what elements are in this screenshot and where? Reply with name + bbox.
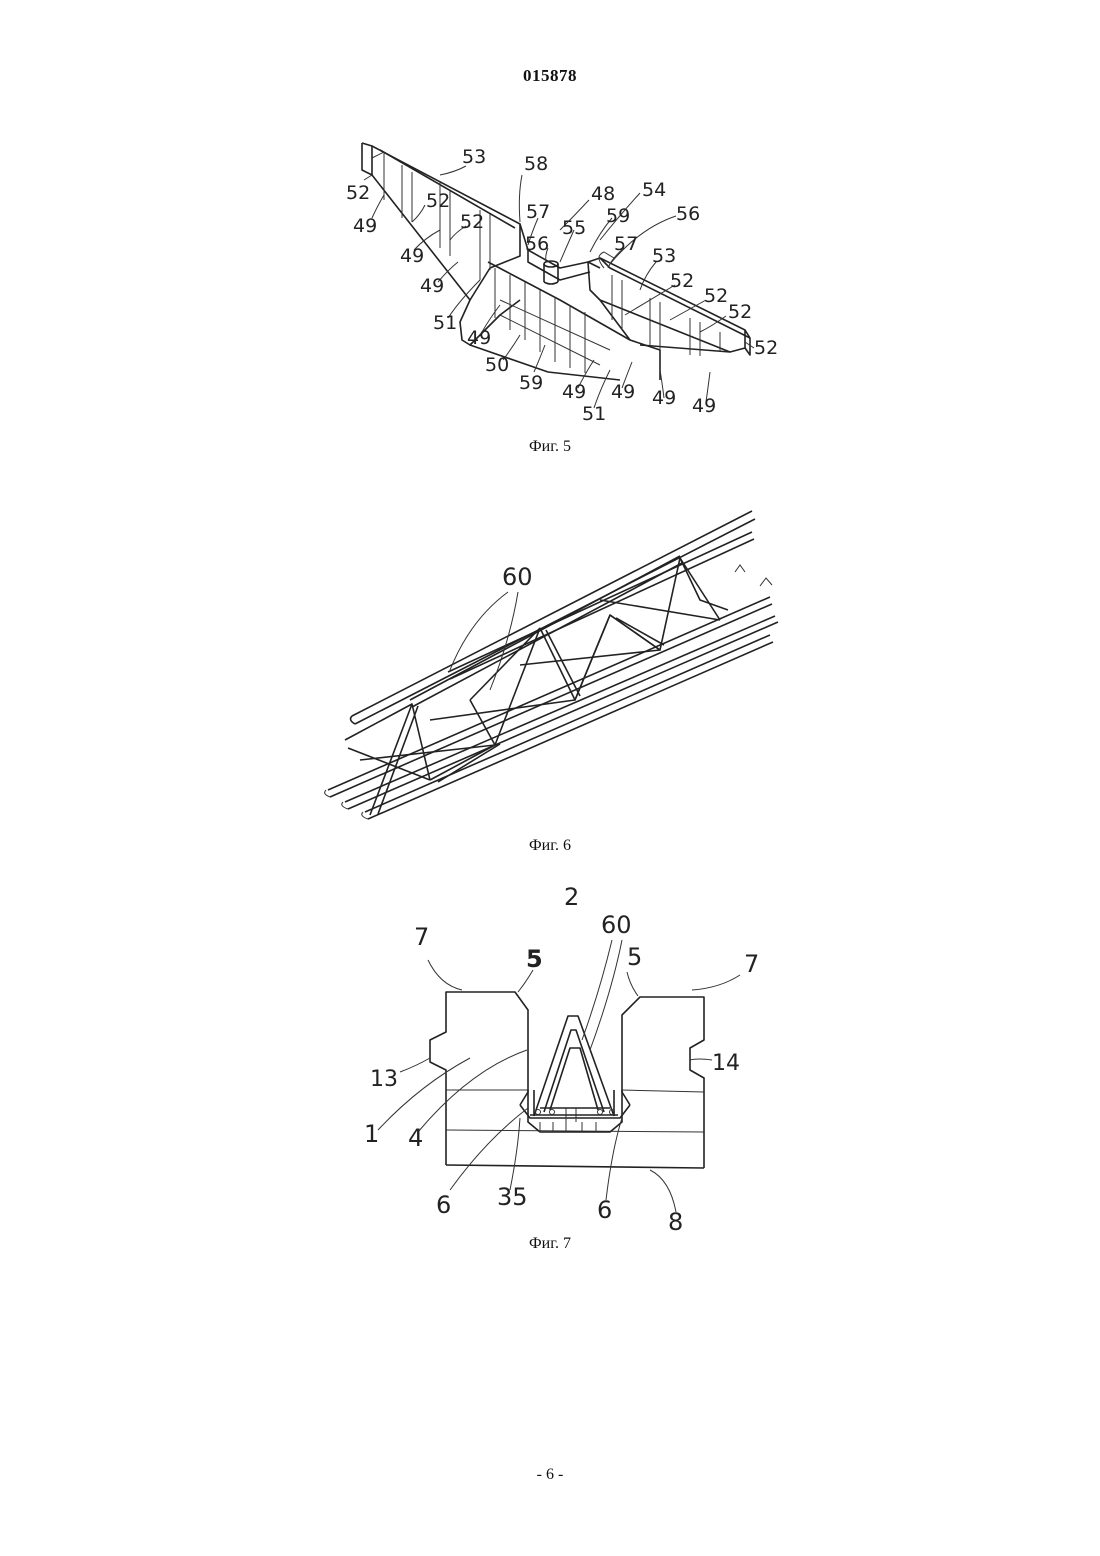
fig5-label: 57	[614, 233, 638, 255]
fig5-caption: Фиг. 5	[0, 438, 1100, 456]
fig7-leader-lines	[378, 940, 740, 1212]
fig5-label: 52	[670, 270, 694, 292]
fig5-label: 59	[606, 205, 630, 227]
figure-5-drawing: 53 58 48 54 52 52 57 59 56 49 56 55 52 5…	[330, 140, 790, 430]
fig7-label: 6	[436, 1191, 451, 1219]
fig5-label: 55	[562, 217, 586, 239]
figure-6-drawing: 60	[320, 500, 780, 830]
fig5-label: 52	[754, 337, 778, 359]
fig7-label: 13	[370, 1067, 398, 1092]
fig7-label: 1	[364, 1120, 379, 1148]
fig7-label: 8	[668, 1208, 683, 1236]
fig5-label: 57	[526, 201, 550, 223]
fig6-label: 60	[502, 563, 533, 591]
fig5-label: 52	[426, 190, 450, 212]
fig5-label: 52	[346, 182, 370, 204]
fig5-label: 54	[642, 179, 666, 201]
fig6-lattice-truss	[325, 511, 778, 819]
fig5-label: 49	[420, 275, 444, 297]
fig5-label: 49	[353, 215, 377, 237]
fig7-label: 5	[526, 945, 543, 973]
page-number: - 6 -	[0, 1466, 1100, 1484]
fig5-label: 56	[525, 233, 549, 255]
fig5-label: 50	[485, 354, 509, 376]
fig7-caption: Фиг. 7	[0, 1235, 1100, 1253]
fig6-caption: Фиг. 6	[0, 837, 1100, 855]
fig5-label: 58	[524, 153, 548, 175]
fig5-label: 49	[562, 381, 586, 403]
fig7-label: 14	[712, 1051, 740, 1076]
fig5-label: 49	[400, 245, 424, 267]
fig6-leader-lines	[450, 592, 518, 690]
fig5-reference-labels: 53 58 48 54 52 52 57 59 56 49 56 55 52 5…	[346, 146, 778, 425]
fig5-label: 51	[433, 312, 457, 334]
fig7-label: 7	[744, 950, 759, 978]
fig5-label: 52	[460, 211, 484, 233]
fig5-label: 49	[467, 327, 491, 349]
figure-7-drawing: 2 60 7 5 5 7 13 14 1 4 6 35 6 8	[355, 880, 775, 1240]
document-number: 015878	[0, 66, 1100, 86]
fig5-label: 49	[611, 381, 635, 403]
fig5-label: 52	[704, 285, 728, 307]
fig5-label: 48	[591, 183, 615, 205]
fig5-label: 53	[462, 146, 486, 168]
fig7-label: 6	[597, 1196, 612, 1224]
fig5-label: 53	[652, 245, 676, 267]
fig7-label: 4	[408, 1124, 423, 1152]
fig5-label: 51	[582, 403, 606, 425]
fig5-label: 49	[692, 395, 716, 417]
fig5-label: 52	[728, 301, 752, 323]
fig5-label: 49	[652, 387, 676, 409]
fig7-label: 35	[497, 1183, 528, 1211]
fig7-label: 5	[627, 943, 642, 971]
fig5-label: 59	[519, 372, 543, 394]
fig5-label: 56	[676, 203, 700, 225]
fig7-label: 2	[564, 883, 579, 911]
fig7-label: 60	[601, 911, 632, 939]
fig7-label: 7	[414, 923, 429, 951]
